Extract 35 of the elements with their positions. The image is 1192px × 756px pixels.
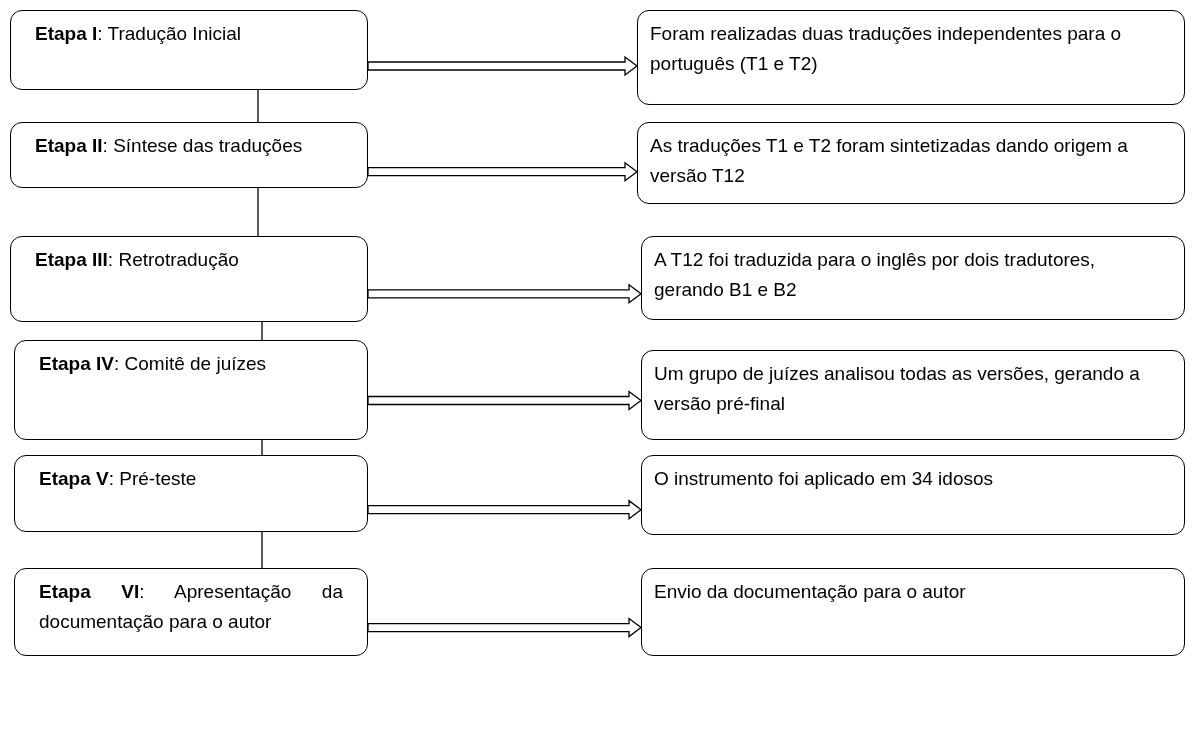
description-box [641,568,1185,656]
connector-line [261,321,263,341]
description-text: O instrumento foi aplicado em 34 idosos [654,467,994,491]
connector-line [257,187,259,237]
hollow-arrow [367,390,643,411]
description-box [641,455,1185,535]
hollow-arrow [367,55,639,77]
stage-title: Etapa V: Pré-teste [39,467,198,491]
description-text: Um grupo de juízes analisou todas as versões, gerando a versão pré-final [654,362,1141,416]
stage-title: Etapa IV: Comitê de juízes [39,352,268,376]
stage-title: Etapa II: Síntese das traduções [35,134,304,158]
stage-box [14,340,368,440]
stage-title: Etapa III: Retrotradução [35,248,240,272]
connector-line [261,439,263,456]
description-text: A T12 foi traduzida para o inglês por dois tradutores, gerando B1 e B2 [654,248,1097,302]
stage-box [14,455,368,532]
description-box [641,236,1185,320]
hollow-arrow [367,499,643,520]
description-text: As traduções T1 e T2 foram sintetizadas dando origem a versão T12 [650,134,1129,188]
stage-title: Etapa I: Tradução Inicial [35,22,242,46]
hollow-arrow [367,617,643,638]
connector-line [261,531,263,569]
description-box [641,350,1185,440]
hollow-arrow [367,161,639,182]
description-text: Foram realizadas duas traduções independentes para o português (T1 e T2) [650,22,1123,76]
stage-box [14,568,368,656]
description-box [637,10,1185,105]
stage-title: Etapa VI: Apresentação da documentação para o autor [39,580,343,634]
connector-line [257,89,259,123]
description-text: Envio da documentação para o autor [654,580,967,604]
stage-box [10,236,368,322]
hollow-arrow [367,283,643,305]
description-box [637,122,1185,204]
stage-box [10,10,368,90]
stage-box [10,122,368,188]
